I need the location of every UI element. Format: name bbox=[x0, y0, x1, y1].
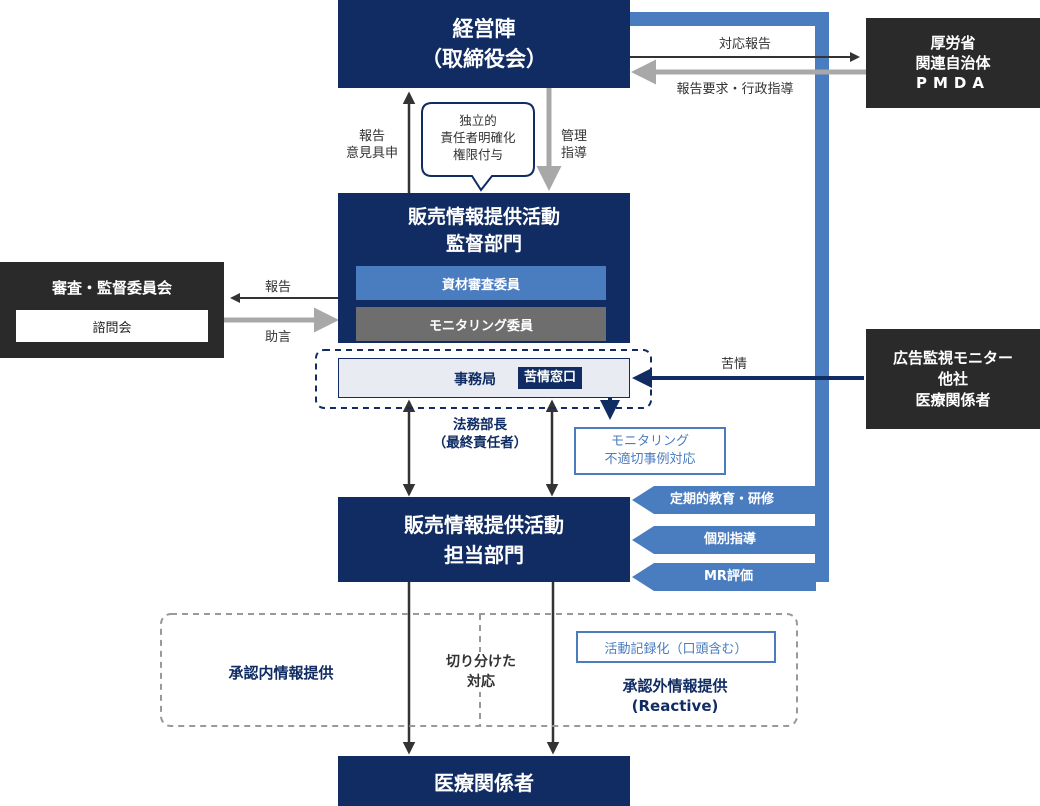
medical-box: 医療関係者 bbox=[338, 756, 630, 806]
label-houkoku-youkyu: 報告要求・行政指導 bbox=[676, 82, 794, 97]
monitoring-case-line1: モニタリング bbox=[610, 434, 689, 449]
callout-line2: 責任者明確化 bbox=[440, 130, 516, 145]
legal-line2: （最終責任者） bbox=[432, 435, 528, 451]
management-title: 経営陣 bbox=[452, 17, 516, 41]
supervision-title-1: 販売情報提供活動 bbox=[407, 206, 560, 228]
operating-dept-line1: 販売情報提供活動 bbox=[404, 512, 564, 537]
report-opinion-line2: 意見具申 bbox=[345, 146, 398, 161]
authority-line2: 関連自治体 bbox=[915, 54, 991, 72]
review-committee-title: 審査・監督委員会 bbox=[51, 279, 172, 297]
callout-bubble bbox=[421, 102, 535, 192]
management-subtitle: （取締役会） bbox=[421, 47, 547, 71]
training-arrow-2: 個別指導 bbox=[632, 526, 816, 554]
operating-dept-line2: 担当部門 bbox=[444, 542, 524, 567]
label-kirihake: 切り分けた 対応 bbox=[425, 652, 537, 692]
unapproved-line2: (Reactive) bbox=[631, 697, 719, 715]
approved-info-label: 承認内情報提供 bbox=[228, 664, 334, 682]
complaint-window-badge: 苦情窓口 bbox=[518, 367, 583, 389]
activity-record-box: 活動記録化（口頭含む） bbox=[576, 631, 776, 663]
materials-committee: 資材審査委員 bbox=[356, 266, 606, 300]
report-opinion-line1: 報告 bbox=[358, 129, 385, 144]
training-arrow-3: MR評価 bbox=[632, 563, 816, 591]
callout-text: 独立的 責任者明確化 権限付与 bbox=[422, 112, 534, 163]
kirihake-line2: 対応 bbox=[467, 674, 495, 690]
training-label-2: 個別指導 bbox=[704, 532, 757, 547]
kanri-line2: 指導 bbox=[560, 146, 587, 161]
complaint-sources-box: 広告監視モニター 他社 医療関係者 bbox=[866, 329, 1040, 429]
secretariat-label: 事務局 bbox=[454, 372, 496, 388]
label-kanri: 管理 指導 bbox=[556, 128, 592, 162]
training-arrow-3-shape bbox=[632, 563, 816, 591]
label-taiou-houkoku: 対応報告 bbox=[718, 37, 771, 52]
training-flow-band bbox=[630, 12, 829, 582]
legal-line1: 法務部長 bbox=[453, 417, 507, 433]
label-to-committee: 報告 bbox=[264, 280, 291, 295]
label-from-committee: 助言 bbox=[264, 330, 291, 345]
kirihake-line1: 切り分けた bbox=[446, 654, 516, 670]
complaint-source-2: 他社 bbox=[937, 369, 968, 388]
training-arrow-1-shape bbox=[632, 486, 816, 514]
secretariat-outline bbox=[315, 349, 652, 409]
complaint-source-3: 医療関係者 bbox=[915, 390, 991, 409]
authority-line3: PMDA bbox=[916, 74, 990, 92]
label-legal: 法務部長 （最終責任者） bbox=[423, 416, 537, 452]
supervision-title-2: 監督部門 bbox=[445, 233, 522, 255]
external-authority-box: 厚労省 関連自治体 PMDA bbox=[866, 18, 1040, 108]
review-committee-box: 審査・監督委員会 諮問会 bbox=[0, 262, 224, 358]
label-kujou: 苦情 bbox=[720, 357, 747, 372]
callout-line1: 独立的 bbox=[459, 113, 497, 128]
monitoring-committee: モニタリング委員 bbox=[356, 307, 606, 341]
advisory-box: 諮問会 bbox=[16, 310, 208, 342]
complaint-source-1: 広告監視モニター bbox=[892, 348, 1013, 367]
kanri-line1: 管理 bbox=[560, 129, 587, 144]
callout-line3: 権限付与 bbox=[452, 147, 503, 162]
authority-line1: 厚労省 bbox=[930, 34, 976, 52]
label-report-opinion: 報告 意見具申 bbox=[340, 128, 404, 162]
training-arrow-1: 定期的教育・研修 bbox=[632, 486, 816, 514]
unapproved-line1: 承認外情報提供 bbox=[622, 677, 728, 695]
operating-dept-box: 販売情報提供活動 担当部門 bbox=[338, 497, 630, 582]
management-box: 経営陣 （取締役会） bbox=[338, 0, 630, 88]
training-label-1: 定期的教育・研修 bbox=[670, 492, 775, 507]
training-arrow-2-shape bbox=[632, 526, 816, 554]
monitoring-case-line2: 不適切事例対応 bbox=[604, 452, 696, 467]
training-label-3: MR評価 bbox=[704, 569, 753, 584]
unapproved-info-label: 承認外情報提供 (Reactive) bbox=[590, 676, 760, 716]
monitoring-case-box: モニタリング 不適切事例対応 bbox=[574, 427, 726, 475]
secretariat-box: 事務局 苦情窓口 bbox=[338, 358, 630, 398]
